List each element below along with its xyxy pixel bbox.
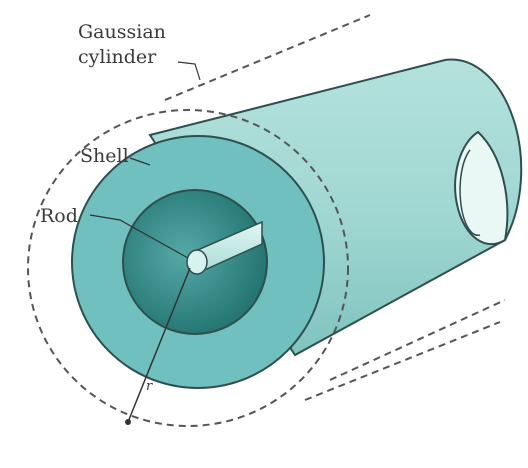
- rod-label: Rod: [40, 205, 78, 227]
- gaussian-cylinder-far-line: [329, 299, 506, 381]
- shell-leader-line: [129, 157, 151, 166]
- gaussian-leader-line: [177, 61, 201, 81]
- rod: [186, 220, 263, 275]
- gaussian-cylinder-top-line: [164, 14, 371, 101]
- rod-end: [186, 249, 208, 275]
- shell-label: Shell: [80, 145, 129, 167]
- rod-leader-line: [89, 214, 189, 259]
- gaussian-cylinder-front-circle: [27, 109, 349, 427]
- gaussian-label-line2: cylinder: [78, 46, 157, 68]
- gaussian-label-line1: Gaussian: [78, 21, 166, 43]
- radius-line: [127, 267, 191, 423]
- shell-far-opening: [454, 130, 509, 246]
- radius-end-dot: [125, 419, 131, 425]
- radius-label: r: [146, 379, 153, 394]
